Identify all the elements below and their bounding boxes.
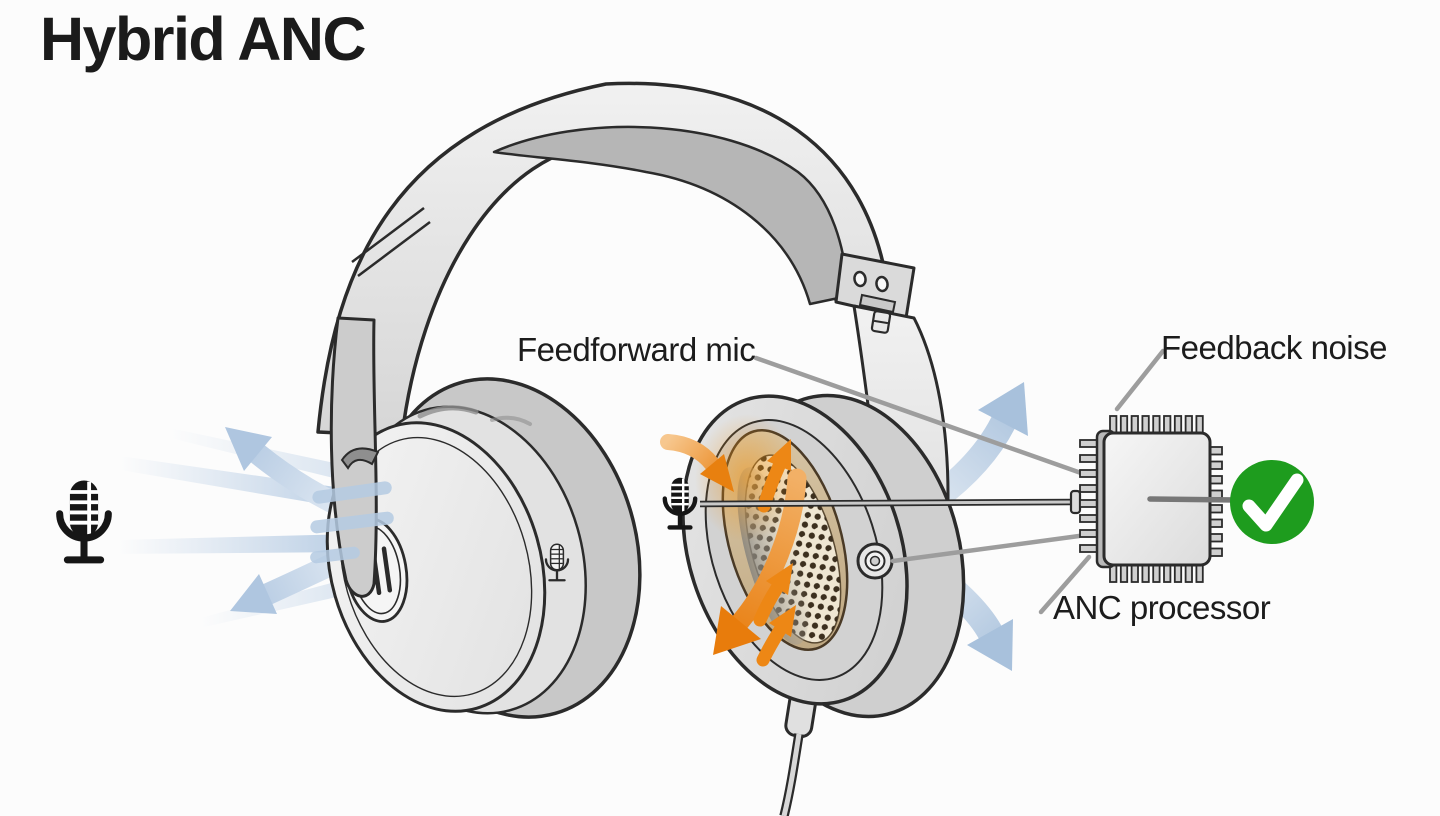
signal-wire xyxy=(699,489,1082,515)
noise-streaks-on-face xyxy=(310,481,394,564)
leader-processor-label xyxy=(1038,554,1092,615)
output-wire xyxy=(1147,496,1240,503)
headband xyxy=(316,81,890,438)
leader-feedback-port xyxy=(890,533,1082,564)
feedback-mic-port xyxy=(856,542,894,580)
yoke-detail xyxy=(870,310,892,334)
noise-arrows-left xyxy=(118,427,377,628)
headband-slider-mark xyxy=(357,221,431,277)
shell-reflection xyxy=(417,405,479,419)
orange-arrow-in-top xyxy=(660,434,734,492)
orange-arrow-sweep-down xyxy=(713,468,807,655)
headband-slider-mark xyxy=(351,207,425,263)
left-earcup xyxy=(310,316,642,719)
warm-glow xyxy=(695,414,799,542)
noise-streak xyxy=(120,456,356,510)
leader-lines xyxy=(753,348,1166,615)
orange-arrow-up-low xyxy=(756,605,796,667)
leader-feedforward xyxy=(753,355,1084,476)
noise-streak xyxy=(118,534,354,554)
noise-streak xyxy=(200,578,350,628)
ambient-mic-icon xyxy=(56,480,112,564)
page-title: Hybrid ANC xyxy=(40,5,367,73)
earcup-mic-badge-icon xyxy=(544,543,570,582)
label-anc-processor: ANC processor xyxy=(1053,589,1271,626)
check-circle-icon xyxy=(1230,460,1314,544)
orange-arrow-up-mid xyxy=(753,563,793,627)
label-feedback-noise: Feedback noise xyxy=(1161,329,1387,366)
leader-feedback-label xyxy=(1114,348,1166,412)
shell-reflection xyxy=(490,415,532,426)
hinge-hole xyxy=(875,275,889,293)
audio-cable-core xyxy=(781,733,802,816)
wire-connector xyxy=(1069,489,1082,515)
feedforward-mic-icon xyxy=(662,477,698,530)
yoke-pivot xyxy=(340,447,380,470)
hinge-hole xyxy=(853,270,867,288)
internal-sound-arrows xyxy=(660,434,807,667)
label-feedforward-mic: Feedforward mic xyxy=(517,331,756,368)
earcup-face-rim xyxy=(339,436,533,698)
hinge-connector xyxy=(858,293,897,314)
